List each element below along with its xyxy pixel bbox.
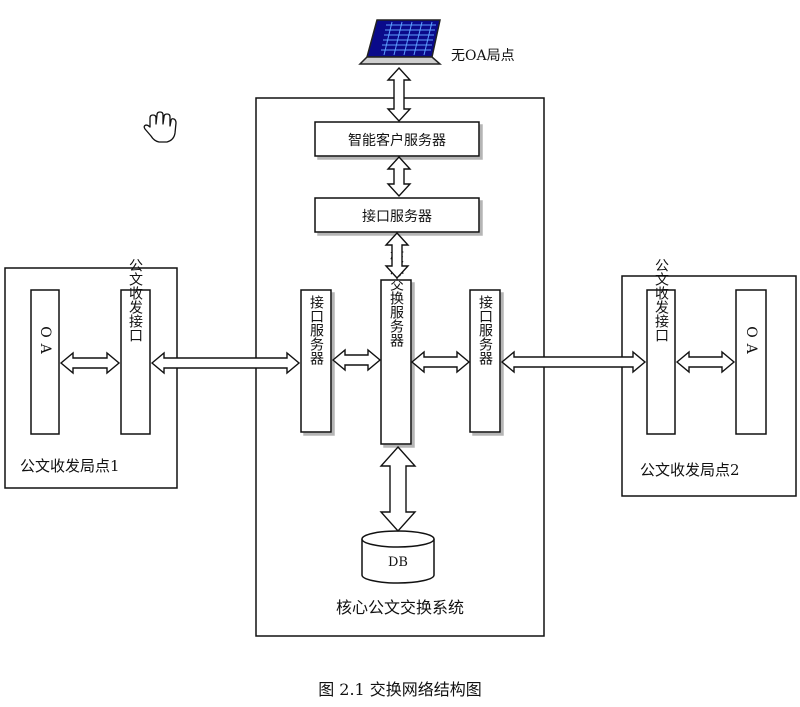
figure-caption: 图 2.1 交换网络结构图 xyxy=(318,680,482,699)
arrow-core-exchange-db xyxy=(379,445,417,533)
database-cylinder xyxy=(361,530,435,584)
interface-server-right-label: 接口服务器 xyxy=(477,294,493,365)
arrow-laptop-smart-client xyxy=(386,66,412,123)
laptop-icon xyxy=(358,19,442,65)
smart-client-server-box xyxy=(314,121,480,157)
smart-client-server-label: 智能客户服务器 xyxy=(348,132,446,149)
arrow-left-interface-core-exchange xyxy=(331,348,382,372)
arrow-core-exchange-right-interface xyxy=(410,350,471,374)
interface-server-top-label: 接口服务器 xyxy=(362,208,432,225)
database-label: DB xyxy=(388,555,408,570)
arrow-site2-interface-oa xyxy=(675,350,736,374)
hand-cursor-icon xyxy=(143,111,177,143)
site1-doc-interface-label: 公文收发接口 xyxy=(127,258,143,342)
site1-doc-interface-box xyxy=(120,289,151,435)
site1-oa-box xyxy=(30,289,60,435)
interface-server-right-box xyxy=(469,289,501,433)
site2-doc-interface-box xyxy=(646,289,676,435)
site1-oa-label: OA xyxy=(37,326,53,360)
site2-oa-label: OA xyxy=(743,326,759,360)
arrow-core-interface-site2 xyxy=(500,350,647,374)
site2-doc-interface-label: 公文收发接口 xyxy=(653,258,669,342)
arrow-site1-core-interface xyxy=(150,351,301,375)
arrow-interface-top-core-exchange xyxy=(384,231,410,280)
interface-server-left-label: 接口服务器 xyxy=(308,294,324,365)
no-oa-site-label: 无OA局点 xyxy=(451,48,515,64)
interface-server-top-box xyxy=(314,197,480,233)
arrow-site1-oa-interface xyxy=(59,351,121,375)
interface-server-left-box xyxy=(300,289,332,433)
site1-label: 公文收发局点1 xyxy=(20,457,120,475)
site2-label: 公文收发局点2 xyxy=(640,461,740,479)
site2-oa-box xyxy=(735,289,767,435)
core-exchange-server-box xyxy=(380,279,412,445)
core-system-label: 核心公文交换系统 xyxy=(336,598,464,617)
arrow-smart-client-interface-top xyxy=(386,155,412,198)
